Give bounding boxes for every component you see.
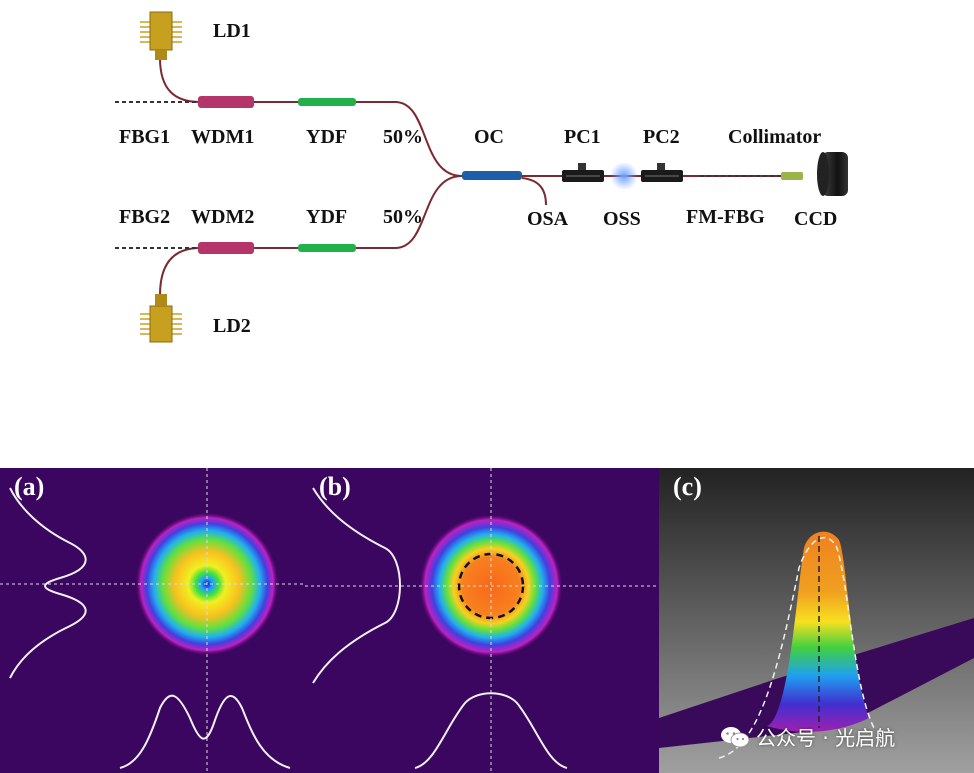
pc2-controller [641, 163, 683, 182]
ld1-laser-diode [140, 11, 182, 60]
wdm2-label: WDM2 [191, 206, 254, 228]
watermark: 公众号 · 光启航 [720, 722, 895, 751]
panel-a-label: (a) [14, 472, 45, 501]
oss-label: OSS [603, 208, 641, 230]
ydf-bottom-component [298, 244, 356, 252]
beam-profile-panel-a: (a) [0, 468, 305, 773]
oss-scatterer [610, 162, 638, 190]
fiber-laser-schematic: LD1 LD2 FBG1 WDM1 YDF 50% FBG2 WDM2 YDF … [115, 11, 848, 343]
3d-intensity-plot [659, 468, 974, 773]
ydf-bottom-label: YDF [306, 206, 347, 228]
ydf-top-label: YDF [306, 126, 347, 148]
wechat-icon [721, 726, 750, 747]
beam-profile-panel-b: (b) [305, 468, 659, 773]
fbg1-label: FBG1 [119, 126, 170, 148]
fiber-top-arm [200, 101, 463, 177]
watermark-text: 公众号 · 光启航 [756, 726, 896, 750]
fm-fbg-label: FM-FBG [686, 206, 765, 228]
collimator-label: Collimator [728, 126, 821, 148]
ccd-camera [817, 152, 848, 196]
donut-beam-image [0, 468, 305, 773]
ydf-top-component [298, 98, 356, 106]
panel-c-label: (c) [673, 472, 702, 501]
ld1-label: LD1 [213, 20, 251, 42]
fiber-osa-tap [521, 177, 547, 206]
split-top-label: 50% [383, 126, 423, 148]
pc1-controller [562, 163, 604, 182]
wdm1-component [198, 96, 254, 108]
osa-label: OSA [527, 208, 569, 230]
oc-label: OC [474, 126, 504, 148]
pc1-label: PC1 [564, 126, 601, 148]
horizontal-intensity-profile [414, 692, 568, 769]
flat-top-beam-image [305, 468, 659, 773]
fbg2-label: FBG2 [119, 206, 170, 228]
split-bottom-label: 50% [383, 206, 423, 228]
fiber-top-input [159, 57, 201, 103]
beam-profile-panel-c: (c) [659, 468, 974, 773]
fiber-bottom-input [159, 247, 201, 296]
vertical-intensity-profile [312, 487, 401, 684]
horizontal-intensity-profile [119, 694, 291, 769]
ld2-laser-diode [140, 294, 182, 343]
collimator-component [781, 172, 803, 180]
intensity-peak [767, 531, 869, 732]
ccd-label: CCD [794, 208, 837, 230]
fiber-bottom-arm [200, 175, 463, 249]
vertical-intensity-profile [9, 487, 87, 679]
ld2-label: LD2 [213, 315, 251, 337]
pc2-label: PC2 [643, 126, 680, 148]
wdm2-component [198, 242, 254, 254]
panel-b-label: (b) [319, 472, 351, 501]
wdm1-label: WDM1 [191, 126, 254, 148]
oc-coupler [462, 171, 522, 180]
